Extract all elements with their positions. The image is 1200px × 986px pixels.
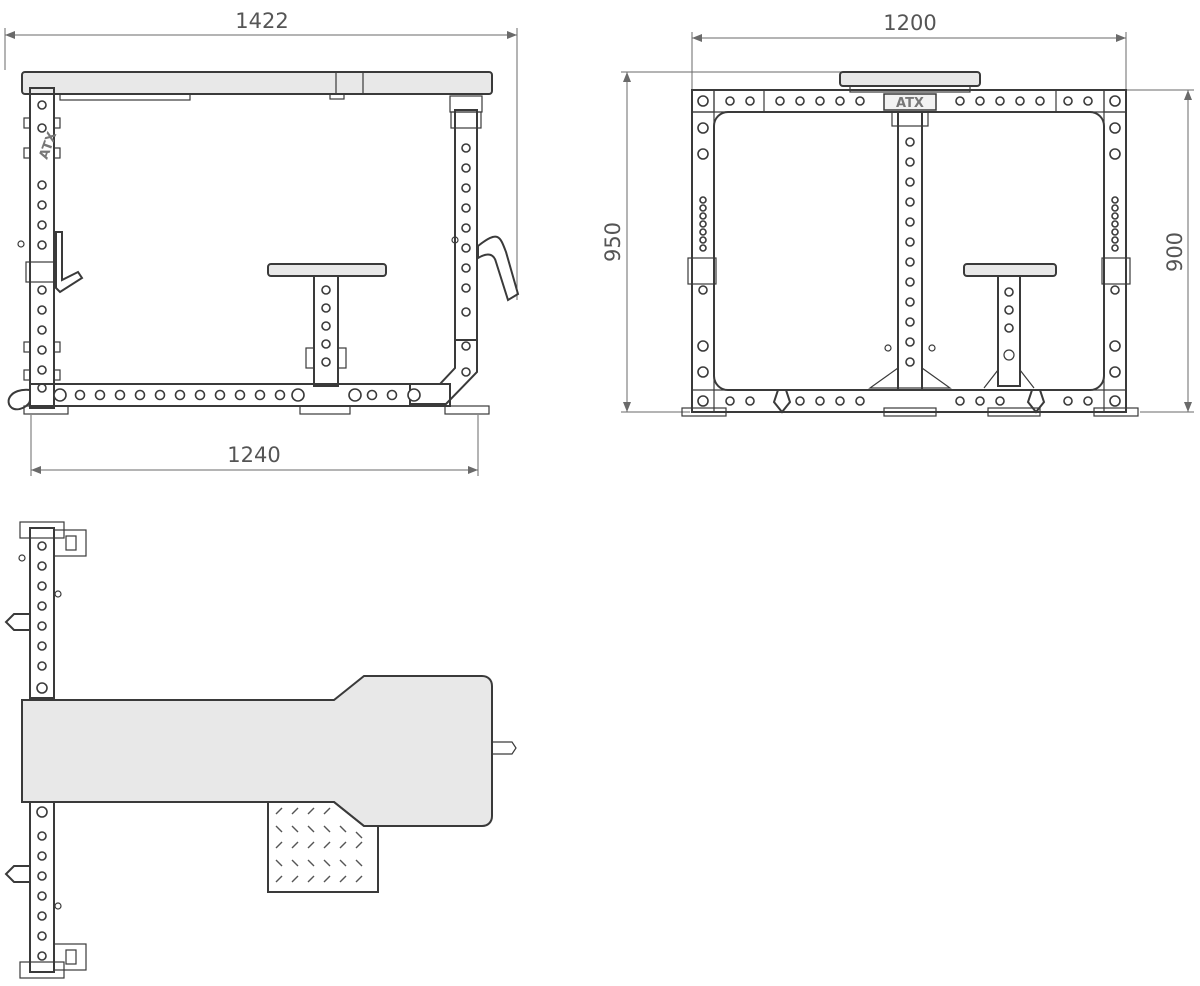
bench-pad-front — [839, 71, 981, 87]
side-handle — [477, 235, 520, 302]
dim-label-front-height-frame: 900 — [1163, 232, 1187, 272]
left-upright-holes — [37, 100, 47, 393]
foot-front-left — [681, 407, 727, 417]
top-rail-lower-holes — [36, 806, 48, 961]
top-rail-upper — [29, 527, 55, 699]
step-platform-front — [963, 263, 1057, 277]
left-bolts — [23, 117, 61, 381]
front-center-post — [897, 111, 923, 391]
top-pin-upper — [4, 613, 30, 631]
base-holes-side — [53, 388, 421, 402]
dimension-side-width: 1422 — [4, 9, 518, 300]
right-upright-holes — [461, 143, 471, 377]
front-view: 1200 950 900 — [601, 11, 1194, 417]
bench-pad-side — [21, 71, 493, 95]
top-view — [4, 521, 517, 979]
dim-label-front-width: 1200 — [883, 11, 936, 35]
dimension-front-width: 1200 — [691, 11, 1127, 90]
left-upright — [29, 87, 55, 409]
step-platform-side — [267, 263, 387, 277]
foot-front-right — [1093, 407, 1139, 417]
step-post-front — [997, 275, 1021, 387]
j-hook — [55, 231, 84, 294]
front-bottom-holes — [725, 396, 1093, 406]
step-post-side — [313, 275, 339, 387]
side-view: 1422 ATX — [4, 9, 520, 476]
right-brace — [409, 339, 478, 405]
step-post-front-holes — [1004, 287, 1014, 333]
foot-right-side — [444, 405, 490, 415]
top-rail-lower — [29, 801, 55, 973]
front-top-holes — [697, 95, 1121, 107]
dim-label-front-height-total: 950 — [601, 222, 625, 262]
dimension-side-base: 1240 — [30, 415, 479, 476]
front-right-column-holes — [1109, 122, 1121, 407]
front-frame-inner — [713, 111, 1105, 391]
foot-left-side — [23, 405, 69, 415]
front-pin-left — [772, 389, 792, 414]
atx-logo-plate-front — [883, 93, 937, 111]
top-bracket-upper — [53, 529, 87, 557]
bench-pad-top — [21, 675, 493, 827]
diamond-plate-step — [267, 801, 379, 893]
step-post-holes — [321, 285, 331, 367]
top-pin-lower — [4, 865, 30, 883]
top-bracket-lower — [53, 943, 87, 971]
left-foot-hook — [7, 388, 31, 411]
front-center-post-holes — [905, 137, 915, 367]
dim-label-side-width: 1422 — [235, 9, 288, 33]
base-tube-side — [29, 383, 451, 407]
dim-label-side-base: 1240 — [227, 443, 280, 467]
dimension-front-height-total: 950 — [601, 71, 850, 413]
dimension-front-height-frame: 900 — [1126, 89, 1194, 413]
top-rail-upper-holes — [36, 541, 48, 694]
front-frame-outer — [691, 89, 1127, 413]
atx-logo-front: ATX — [896, 96, 924, 111]
atx-logo-side: ATX — [37, 130, 61, 161]
front-left-column-holes — [697, 122, 709, 407]
front-pin-right — [1026, 389, 1046, 414]
